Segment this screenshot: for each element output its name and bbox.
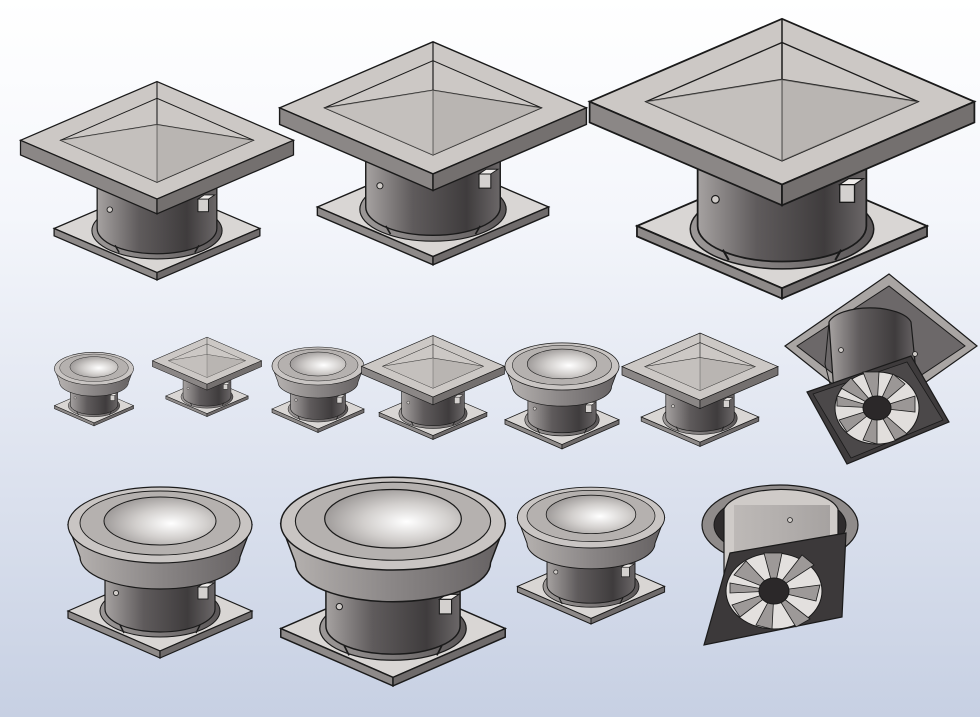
pyramid-roof-fan[interactable]: [621, 332, 779, 447]
dome-roof-fan[interactable]: [504, 342, 620, 450]
pyramid-roof-fan[interactable]: [152, 336, 262, 417]
dome-roof-fan[interactable]: [54, 352, 134, 427]
dome-roof-fan[interactable]: [279, 476, 507, 687]
pyramid-roof-fan[interactable]: [361, 335, 505, 440]
dome-roof-fan[interactable]: [67, 486, 253, 659]
pyramid-roof-fan[interactable]: [19, 80, 295, 281]
dome-roof-fan[interactable]: [271, 346, 365, 433]
pyramid-roof-fan[interactable]: [588, 17, 976, 300]
round-wall-fan[interactable]: [701, 484, 859, 646]
dome-roof-fan[interactable]: [516, 486, 666, 625]
pyramid-roof-fan[interactable]: [278, 40, 588, 266]
square-wall-fan[interactable]: [784, 273, 978, 465]
